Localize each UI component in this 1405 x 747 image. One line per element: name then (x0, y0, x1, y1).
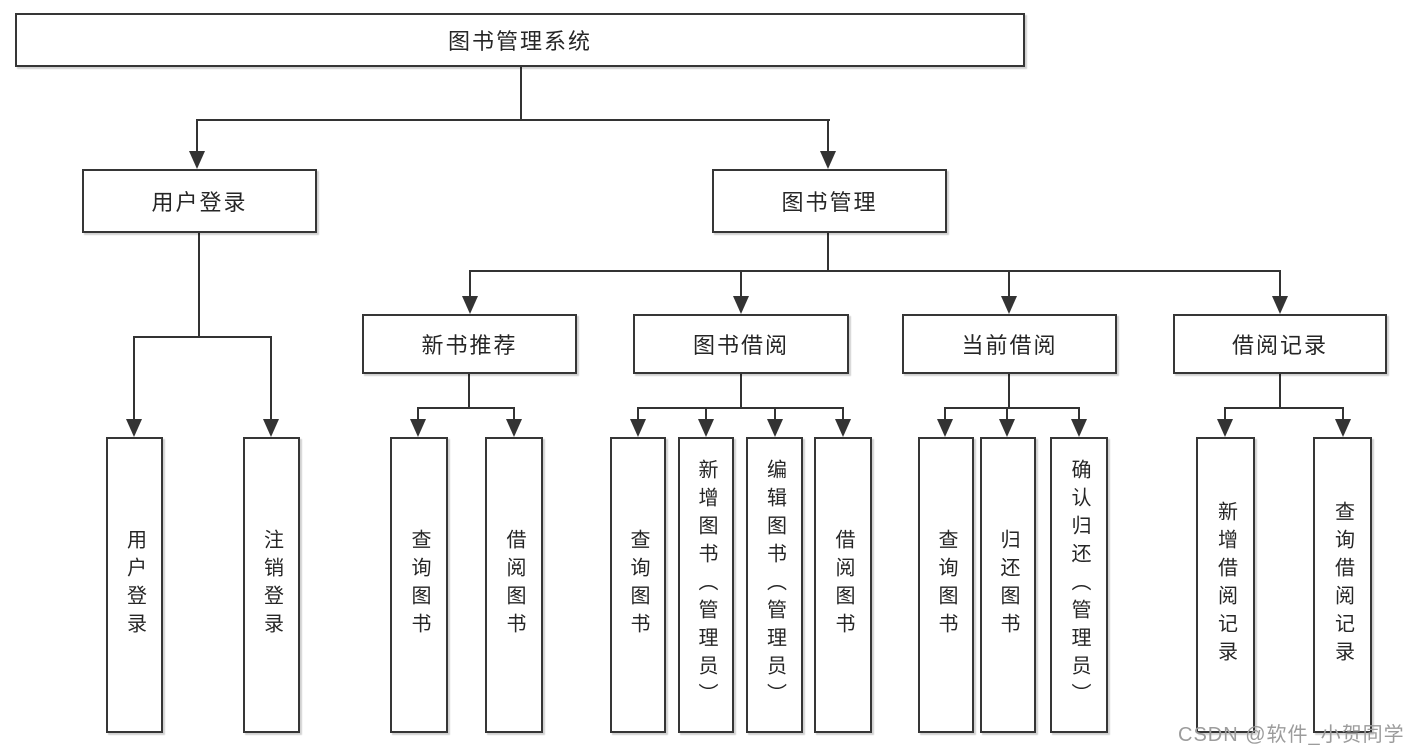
connector-root-split (197, 119, 830, 121)
arrowhead-down-icon (698, 419, 714, 437)
arrowhead-down-icon (937, 419, 953, 437)
arrowhead-down-icon (733, 296, 749, 314)
node-leaf-confirm-return-admin: 确认归还（管理员） (1050, 437, 1108, 733)
connector-to-user-login (196, 119, 198, 151)
arrowhead-down-icon (1217, 419, 1233, 437)
connector-to-leaf (417, 407, 419, 419)
node-leaf-query-books-current: 查询图书 (918, 437, 974, 733)
node-leaf-add-borrow-record: 新增借阅记录 (1196, 437, 1255, 733)
connector-current-borrow-split (944, 407, 1080, 409)
connector-book-management-stem (827, 233, 829, 271)
connector-book-borrow-stem (740, 374, 742, 408)
node-leaf-query-books-recommend-label: 查询图书 (408, 529, 430, 641)
arrowhead-down-icon (1071, 419, 1087, 437)
node-book-borrowing-label: 图书借阅 (692, 333, 789, 358)
connector-to-leaf (133, 336, 135, 419)
arrowhead-down-icon (630, 419, 646, 437)
node-book-borrowing: 图书借阅 (633, 314, 849, 374)
node-root: 图书管理系统 (15, 13, 1025, 67)
connector-user-login-split (133, 336, 272, 338)
arrowhead-down-icon (506, 419, 522, 437)
arrowhead-down-icon (263, 419, 279, 437)
connector-to-new-book (469, 270, 471, 296)
connector-current-borrow-stem (1008, 374, 1010, 408)
connector-to-leaf (513, 407, 515, 419)
connector-to-leaf (705, 407, 707, 419)
connector-new-book-split (417, 407, 515, 409)
node-leaf-confirm-return-admin-label: 确认归还（管理员） (1068, 459, 1090, 711)
node-root-label: 图书管理系统 (447, 29, 592, 54)
arrowhead-down-icon (820, 151, 836, 169)
node-leaf-query-books-recommend: 查询图书 (390, 437, 448, 733)
connector-to-leaf (1342, 407, 1344, 419)
node-leaf-user-login-label: 用户登录 (123, 529, 146, 641)
node-current-borrowing-label: 当前借阅 (961, 333, 1058, 358)
connector-to-leaf (944, 407, 946, 419)
node-book-management-label: 图书管理 (781, 190, 878, 215)
connector-borrow-records-split (1224, 407, 1344, 409)
node-book-management: 图书管理 (712, 169, 947, 233)
node-new-book-recommendation: 新书推荐 (362, 314, 577, 374)
connector-to-leaf (1078, 407, 1080, 419)
node-new-book-recommendation-label: 新书推荐 (421, 333, 518, 358)
node-leaf-add-book-admin: 新增图书（管理员） (678, 437, 734, 733)
arrowhead-down-icon (462, 296, 478, 314)
watermark-text: CSDN @软件_小贺同学 (1178, 724, 1405, 746)
connector-to-book-borrow (740, 270, 742, 296)
node-leaf-return-books: 归还图书 (980, 437, 1036, 733)
node-leaf-query-books-current-label: 查询图书 (935, 529, 957, 641)
node-leaf-logout: 注销登录 (243, 437, 300, 733)
arrowhead-down-icon (410, 419, 426, 437)
node-leaf-add-book-admin-label: 新增图书（管理员） (695, 459, 717, 711)
node-leaf-borrow-books: 借阅图书 (814, 437, 872, 733)
node-leaf-edit-book-admin-label: 编辑图书（管理员） (763, 459, 786, 711)
arrowhead-down-icon (835, 419, 851, 437)
arrowhead-down-icon (189, 151, 205, 169)
node-leaf-query-borrow-record-label: 查询借阅记录 (1331, 501, 1354, 669)
node-leaf-query-books-borrow-label: 查询图书 (627, 529, 649, 641)
node-user-login: 用户登录 (82, 169, 317, 233)
connector-root-stem (520, 67, 522, 120)
node-leaf-logout-label: 注销登录 (260, 529, 283, 641)
arrowhead-down-icon (999, 419, 1015, 437)
connector-user-login-stem (198, 233, 200, 337)
connector-to-leaf (1224, 407, 1226, 419)
node-leaf-add-borrow-record-label: 新增借阅记录 (1214, 501, 1237, 669)
connector-book-management-split (469, 270, 1281, 272)
connector-to-leaf (270, 336, 272, 419)
connector-to-current-borrow (1008, 270, 1010, 296)
node-borrowing-records: 借阅记录 (1173, 314, 1387, 374)
node-current-borrowing: 当前借阅 (902, 314, 1117, 374)
node-leaf-borrow-books-recommend: 借阅图书 (485, 437, 543, 733)
arrowhead-down-icon (767, 419, 783, 437)
connector-to-leaf (1006, 407, 1008, 419)
node-leaf-borrow-books-recommend-label: 借阅图书 (503, 529, 525, 641)
node-leaf-borrow-books-label: 借阅图书 (832, 529, 854, 641)
node-borrowing-records-label: 借阅记录 (1231, 333, 1328, 358)
connector-to-leaf (842, 407, 844, 419)
connector-borrow-records-stem (1279, 374, 1281, 408)
node-leaf-edit-book-admin: 编辑图书（管理员） (746, 437, 803, 733)
node-leaf-return-books-label: 归还图书 (997, 529, 1019, 641)
arrowhead-down-icon (1335, 419, 1351, 437)
arrowhead-down-icon (1001, 296, 1017, 314)
node-user-login-label: 用户登录 (151, 190, 248, 215)
node-leaf-query-books-borrow: 查询图书 (610, 437, 666, 733)
arrowhead-down-icon (1272, 296, 1288, 314)
connector-to-borrow-records (1279, 270, 1281, 296)
node-leaf-user-login: 用户登录 (106, 437, 163, 733)
connector-new-book-stem (468, 374, 470, 408)
connector-to-leaf (774, 407, 776, 419)
arrowhead-down-icon (126, 419, 142, 437)
connector-to-leaf (637, 407, 639, 419)
node-leaf-query-borrow-record: 查询借阅记录 (1313, 437, 1372, 733)
connector-to-book-management (827, 119, 829, 151)
connector-book-borrow-split (637, 407, 844, 409)
